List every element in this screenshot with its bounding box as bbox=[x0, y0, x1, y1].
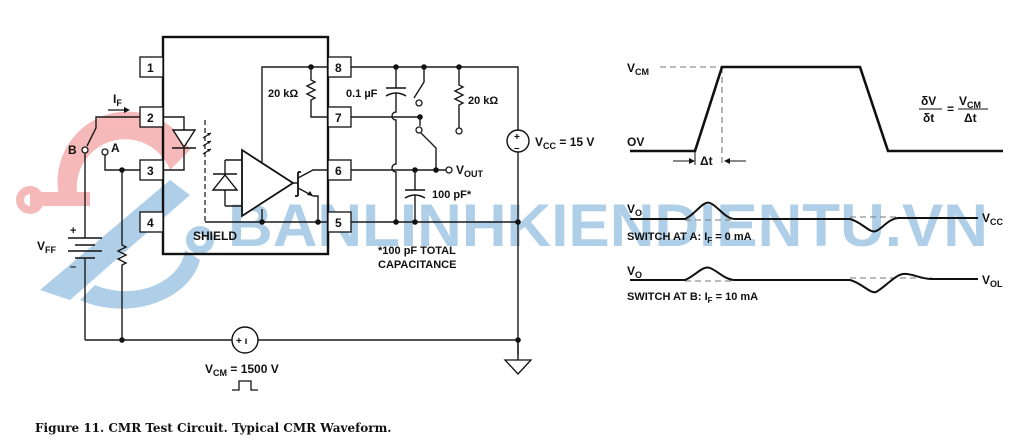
pin-3: 3 bbox=[139, 159, 164, 181]
slew-equation: δV δt = VCM Δt bbox=[919, 94, 988, 125]
internal-resistor-label: 20 kΩ bbox=[268, 88, 298, 100]
led-icon bbox=[163, 116, 197, 171]
external-resistor-label: 20 kΩ bbox=[468, 95, 498, 107]
eq-rhs-denominator: Δt bbox=[964, 111, 977, 125]
pin-7: 7 bbox=[327, 106, 352, 128]
trace-a-vo-label: VO bbox=[627, 202, 642, 218]
amp-supply-wire bbox=[261, 66, 328, 162]
eq-denominator: δt bbox=[923, 111, 934, 125]
switch-a-wire bbox=[104, 155, 140, 171]
external-resistor: 20 kΩ bbox=[453, 64, 498, 135]
cap-100-label: 100 pF* bbox=[432, 189, 472, 201]
pin-5-label: 5 bbox=[335, 216, 342, 230]
pin-4-label: 4 bbox=[147, 216, 154, 230]
pin-2-label: 2 bbox=[147, 111, 154, 125]
light-arrows-icon bbox=[202, 132, 212, 155]
ground-icon bbox=[503, 359, 533, 375]
transistor-icon bbox=[293, 169, 328, 225]
trace-switch-a: VO VCC SWITCH AT A: IF = 0 mA bbox=[627, 201, 1004, 245]
capacitance-note-1: *100 pF TOTAL bbox=[378, 245, 456, 257]
vcm-source-label: VCM = 1500 V bbox=[205, 362, 279, 378]
pin-5: 5 bbox=[327, 211, 352, 233]
pin-1: 1 bbox=[139, 56, 164, 78]
switch-b-label: B bbox=[68, 143, 77, 157]
pin-2: 2 bbox=[139, 106, 164, 128]
switch-terminal-a[interactable] bbox=[101, 148, 109, 156]
eq-rhs-numerator: VCM bbox=[959, 94, 981, 110]
vcm-source: + ı bbox=[231, 326, 259, 354]
vout-label: VOUT bbox=[456, 163, 484, 179]
pin-4: 4 bbox=[139, 211, 164, 233]
vcc-plus: + bbox=[514, 132, 520, 143]
vff-label: VFF bbox=[37, 239, 57, 255]
shield-label: SHIELD bbox=[193, 229, 237, 243]
if-arrow: IF bbox=[108, 92, 130, 113]
vout-terminal[interactable] bbox=[445, 166, 453, 174]
trace-b-level-label: VOL bbox=[982, 273, 1003, 289]
capacitor-100pf: 100 pF* bbox=[404, 170, 472, 225]
ic-body bbox=[161, 35, 330, 256]
vcm-level-label: VCM bbox=[627, 61, 649, 77]
amplifier-icon bbox=[241, 148, 295, 218]
if-label: IF bbox=[113, 92, 122, 108]
vcc-label: VCC = 15 V bbox=[535, 135, 594, 151]
pin-1-label: 1 bbox=[147, 61, 154, 75]
pin-6: 6 bbox=[327, 159, 352, 181]
capacitance-note-2: CAPACITANCE bbox=[378, 259, 456, 271]
switch-lever[interactable] bbox=[86, 116, 140, 147]
zero-level-label: OV bbox=[627, 135, 644, 149]
watermark-logo bbox=[16, 111, 214, 309]
eq-sign: = bbox=[947, 102, 954, 116]
trace-b-vo-label: VO bbox=[627, 264, 642, 280]
vcc-rail bbox=[351, 66, 519, 130]
pin-8: 8 bbox=[327, 56, 352, 78]
vcm-waveform: VCM OV Δt bbox=[627, 61, 1003, 168]
trace-b-caption: SWITCH AT B: IF = 10 mA bbox=[627, 291, 758, 305]
vcc-minus: – bbox=[514, 143, 520, 154]
pin-3-label: 3 bbox=[147, 164, 154, 178]
cap-01-label: 0.1 µF bbox=[346, 88, 378, 100]
photodiode-icon bbox=[211, 159, 242, 207]
trace-switch-b: VO VOL SWITCH AT B: IF = 10 mA bbox=[627, 264, 1003, 305]
vcc-source: + – VCC = 15 V bbox=[506, 129, 594, 154]
dt-label: Δt bbox=[700, 154, 713, 168]
eq-numerator: δV bbox=[921, 94, 936, 108]
pin-8-label: 8 bbox=[335, 61, 342, 75]
internal-resistor: 20 kΩ bbox=[268, 64, 328, 118]
switch-a-label: A bbox=[111, 141, 120, 155]
figure-caption: Figure 11. CMR Test Circuit. Typical CMR… bbox=[35, 421, 392, 435]
vff-battery: + – VFF bbox=[37, 153, 102, 340]
pin-6-label: 6 bbox=[335, 164, 342, 178]
capacitor-0-1uf: 0.1 µF bbox=[346, 64, 407, 225]
switch-terminal-b[interactable] bbox=[81, 146, 89, 154]
pulse-icon bbox=[232, 380, 258, 391]
pin-7-label: 7 bbox=[335, 111, 342, 125]
vff-plus: + bbox=[70, 225, 76, 237]
output-switch[interactable] bbox=[351, 64, 437, 170]
trace-a-caption: SWITCH AT A: IF = 0 mA bbox=[627, 231, 752, 245]
trace-a-level-label: VCC bbox=[982, 211, 1004, 227]
vff-minus: – bbox=[70, 261, 76, 273]
vcm-source-symbol: + ı bbox=[236, 336, 248, 347]
